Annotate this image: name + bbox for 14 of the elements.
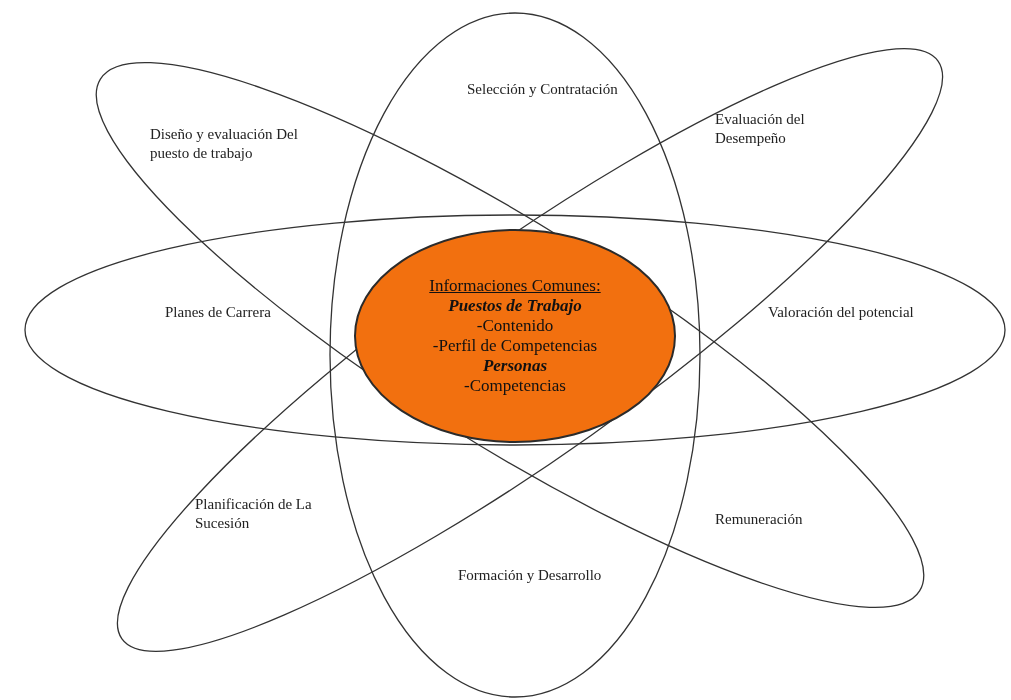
subheading-text: Puestos de Trabajo (448, 296, 582, 316)
list-item-text: -Perfil de Competencias (432, 336, 598, 356)
subheading-text: Personas (482, 356, 548, 376)
ellipse-label: Remuneración (715, 510, 804, 529)
ellipse-label: Valoración del potencial (768, 303, 915, 322)
ellipse-label: Planificación de La Sucesión (195, 495, 313, 533)
ellipse-label: Planes de Carrera (165, 303, 272, 322)
ellipse-label: Evaluación del Desempeño (715, 110, 806, 148)
list-item-text: -Contenido (476, 316, 554, 336)
heading-text: Informaciones Comunes: (429, 276, 601, 296)
ellipse-label: Diseño y evaluación Del puesto de trabajo (150, 125, 299, 163)
list-item-text: -Competencias (464, 376, 566, 396)
ellipse-label: Selección y Contratación (467, 80, 619, 99)
ellipse-label: Formación y Desarrollo (458, 566, 603, 585)
